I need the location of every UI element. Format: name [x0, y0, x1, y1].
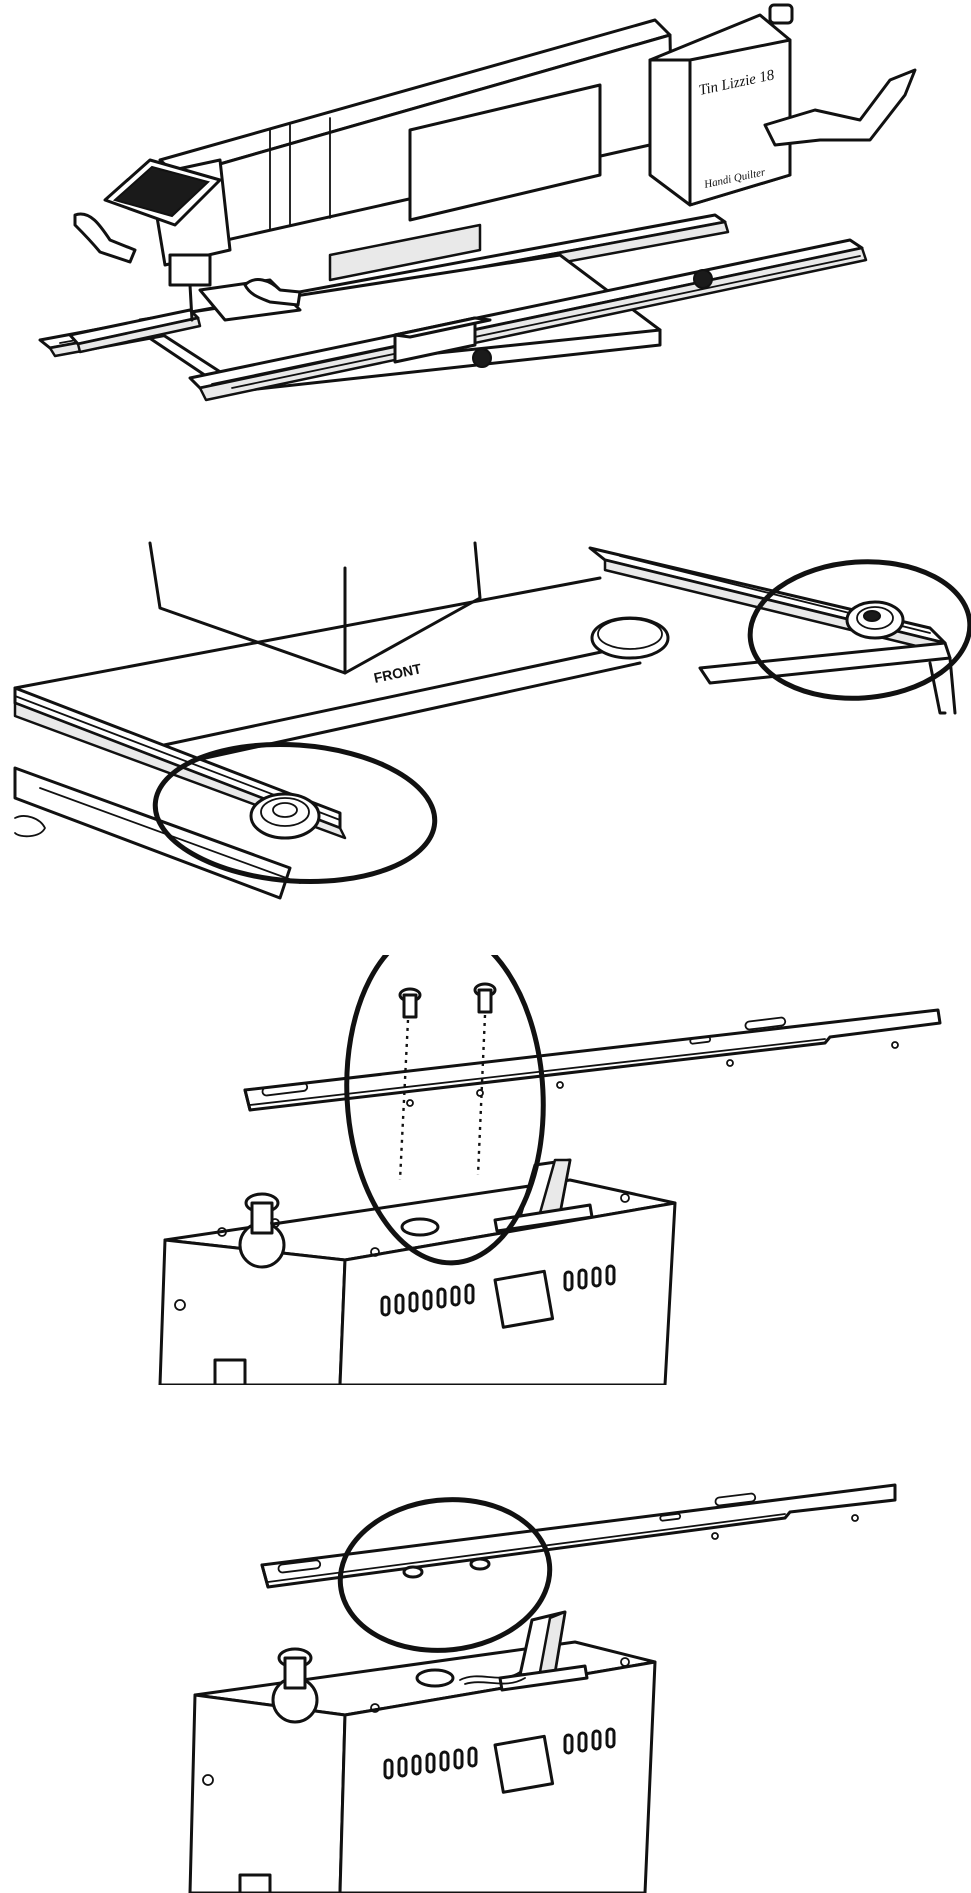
right-wheel-knob-icon [845, 600, 905, 640]
vent-slots-left [380, 1283, 475, 1317]
base-plate [13, 576, 642, 770]
motor-box-icon [158, 1178, 677, 1385]
front-knob-icon [472, 348, 492, 368]
front-label: FRONT [372, 660, 423, 686]
machine-arm [158, 18, 674, 282]
leveling-foot-icon [590, 616, 670, 660]
screw-right-icon [473, 982, 497, 1014]
installed-screws-icon [402, 1557, 491, 1579]
left-wheel-knob-icon [249, 792, 321, 840]
panel-plate-exploded [0, 955, 971, 1385]
vent-slots-left [383, 1746, 478, 1780]
display-screen-icon [103, 158, 222, 227]
screw-left-icon [398, 987, 422, 1019]
left-track-rail [13, 686, 347, 900]
rear-knob-icon [693, 269, 713, 289]
vent-slots-right [563, 1264, 616, 1292]
left-track-rail [68, 308, 202, 354]
lever-icon [459, 1610, 589, 1692]
panel-machine-overview: Tin Lizzie 18 Handi Quilter [0, 0, 971, 430]
carriage-slider-block [393, 269, 713, 368]
installed-plate-highlight-circle [337, 1497, 553, 1653]
mounting-plate-icon [260, 1483, 897, 1589]
screw-left-guide-line [398, 1019, 410, 1181]
right-highlight-circle [747, 559, 971, 701]
left-handle-icon [73, 212, 302, 307]
left-highlight-circle [152, 741, 438, 885]
vent-slots-right [563, 1727, 616, 1755]
screws-highlight-circle [344, 955, 546, 1266]
right-handle-icon [763, 68, 917, 147]
machine-head [648, 3, 794, 207]
panel-track-wheels: FRONT [0, 538, 971, 908]
plate-installed-illustration [188, 1483, 897, 1893]
track-wheels-illustration: FRONT [13, 541, 971, 900]
bracket-tail [14, 815, 46, 838]
machine-underside-box [148, 541, 482, 675]
panel-plate-installed [0, 1440, 971, 1893]
plate-exploded-illustration [158, 955, 942, 1385]
screw-right-guide-line [476, 1014, 487, 1176]
machine-illustration: Tin Lizzie 18 Handi Quilter [38, 3, 917, 402]
